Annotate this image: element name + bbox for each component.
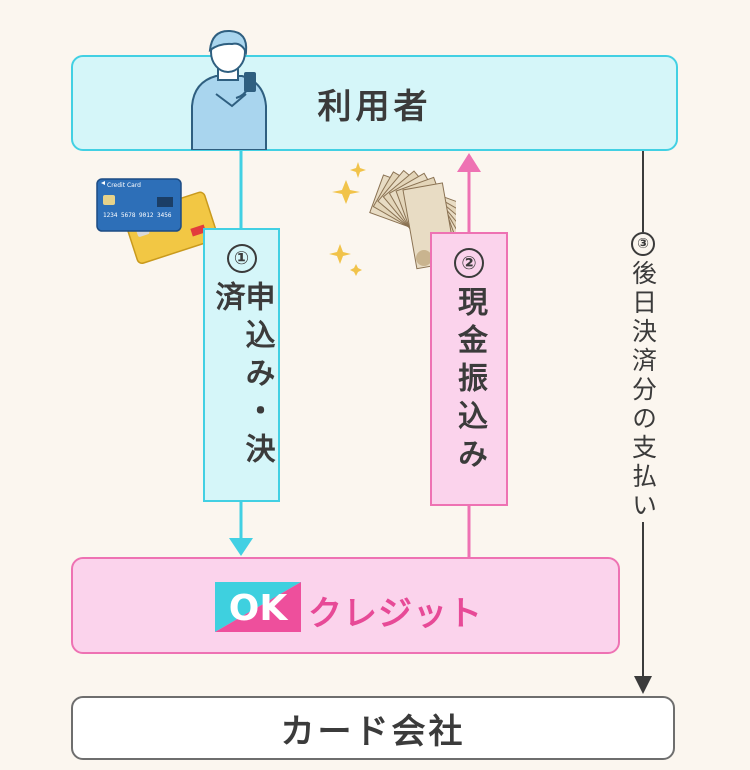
ok-brand-text: クレジット — [308, 594, 483, 634]
person-with-phone-icon — [191, 29, 267, 150]
flow3-label-box: ③ 後日決済分の支払い — [626, 232, 660, 522]
flow2-arrowhead — [457, 153, 481, 172]
flow2-label-box: ② 現金振込み — [430, 232, 508, 506]
card-number-1: 1234 — [103, 212, 118, 219]
card-number-3: 9012 — [139, 212, 154, 219]
credit-cards-icon: Credit Card 1234 5678 9012 3456 — [96, 178, 219, 264]
user-label: 利用者 — [317, 86, 432, 127]
card-company-label: カード会社 — [280, 711, 466, 752]
flow1-number: ① — [226, 244, 257, 273]
ok-credit-node — [71, 557, 620, 654]
flow2-number: ② — [454, 248, 484, 278]
ok-logo: OK — [215, 582, 301, 632]
flow1-label: 申込み・決済 — [209, 280, 275, 471]
user-node: 利用者 — [71, 55, 678, 151]
flow1-label-box: ① 申込み・決済 — [203, 228, 280, 502]
card-number-4: 3456 — [157, 212, 172, 219]
flow3-number: ③ — [631, 232, 655, 256]
flow2-label: 現金振込み — [452, 286, 487, 476]
ok-logo-text: OK — [229, 588, 289, 629]
card-title-text: Credit Card — [107, 182, 141, 189]
card-number-2: 5678 — [121, 212, 136, 219]
banknotes-icon — [329, 162, 456, 276]
flow3-label: 後日決済分の支払い — [628, 260, 658, 521]
flow1-arrowhead — [229, 538, 253, 556]
flow3-arrowhead — [634, 676, 652, 694]
card-company-node: カード会社 — [71, 696, 675, 760]
